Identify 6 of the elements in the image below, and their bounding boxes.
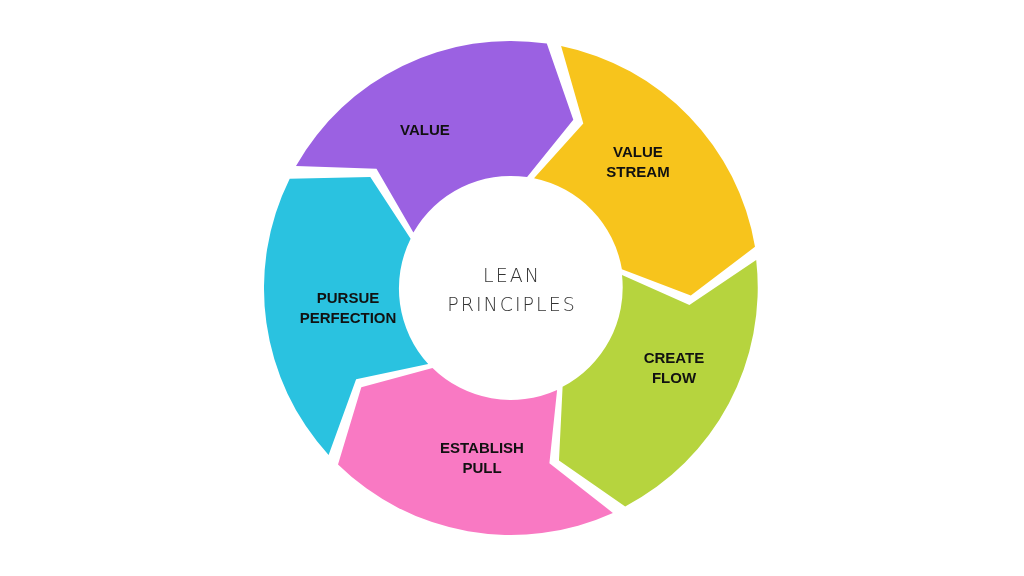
segment-label: ESTABLISH PULL (439, 438, 525, 478)
center-title: LEAN PRINCIPLES (446, 263, 578, 317)
segment-label: VALUE STREAM (605, 142, 671, 182)
segment-label: CREATE FLOW (642, 348, 706, 388)
segment-label: VALUE (399, 120, 451, 140)
segment-label: PURSUE PERFECTION (298, 288, 398, 328)
